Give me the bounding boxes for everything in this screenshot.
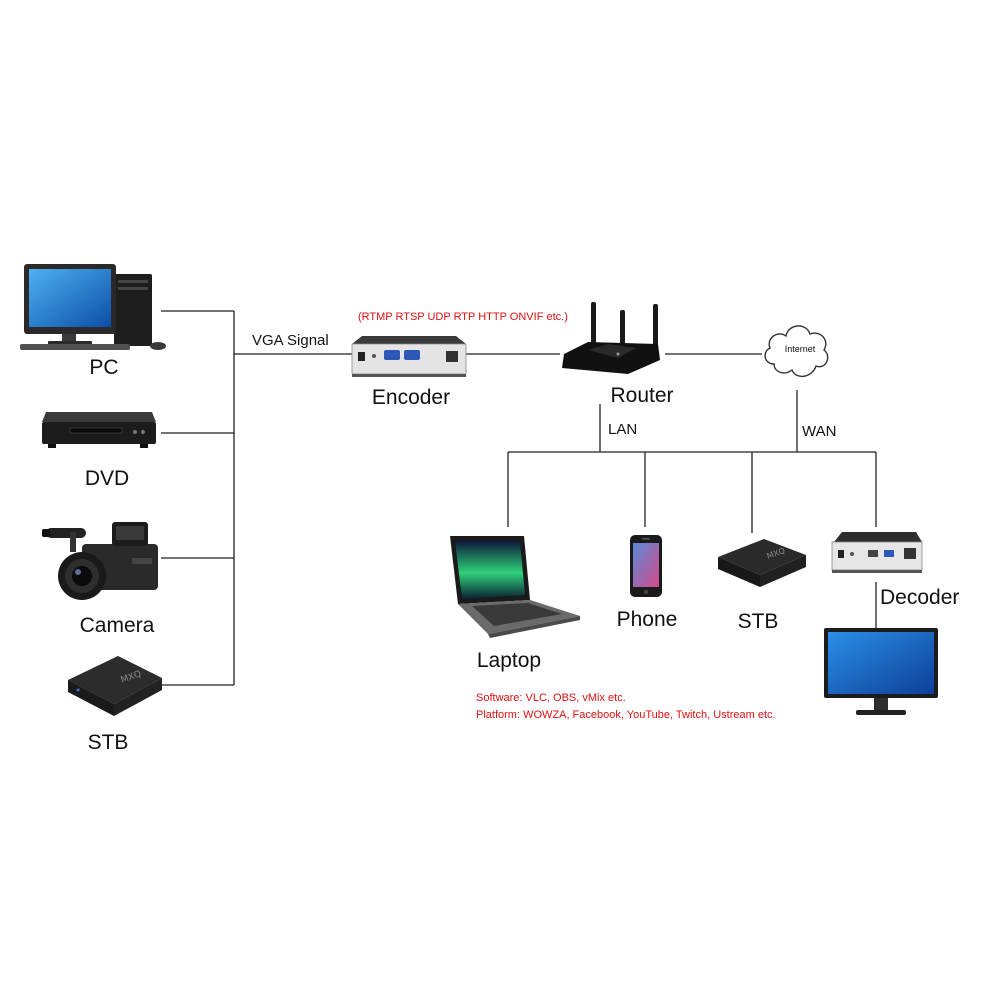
- monitor-icon: [824, 628, 938, 715]
- platform-note: Platform: WOWZA, Facebook, YouTube, Twit…: [476, 709, 776, 721]
- software-note: Software: VLC, OBS, vMix etc.: [476, 692, 626, 704]
- router-label: Router: [610, 384, 674, 407]
- phone-label: Phone: [616, 608, 678, 631]
- pc-icon: [20, 264, 166, 350]
- router-icon: [562, 302, 660, 374]
- camera-label: Camera: [79, 614, 155, 637]
- camera-icon: [42, 522, 158, 600]
- phone-icon: [630, 535, 662, 597]
- source-stb-icon: MXQ: [68, 656, 162, 716]
- vga-signal-label: VGA Signal: [252, 332, 329, 349]
- dvd-player-icon: [42, 412, 156, 448]
- pc-label: PC: [89, 356, 119, 379]
- protocols-label: (RTMP RTSP UDP RTP HTTP ONVIF etc.): [358, 311, 568, 323]
- laptop-label: Laptop: [476, 649, 542, 672]
- decoder-icon: [831, 532, 923, 573]
- encoder-label: Encoder: [371, 386, 451, 409]
- internet-label: Internet: [784, 344, 816, 354]
- encoder-icon: [351, 336, 467, 377]
- wan-label: WAN: [802, 423, 837, 440]
- lan-label: LAN: [608, 421, 638, 438]
- client-stb-icon: MXQ: [718, 539, 806, 587]
- laptop-icon: [450, 536, 580, 638]
- source-stb-label: STB: [87, 731, 129, 754]
- dvd-label: DVD: [84, 467, 130, 490]
- decoder-label: Decoder: [880, 586, 960, 609]
- internet-cloud-icon: [764, 325, 829, 377]
- client-stb-label: STB: [737, 610, 779, 633]
